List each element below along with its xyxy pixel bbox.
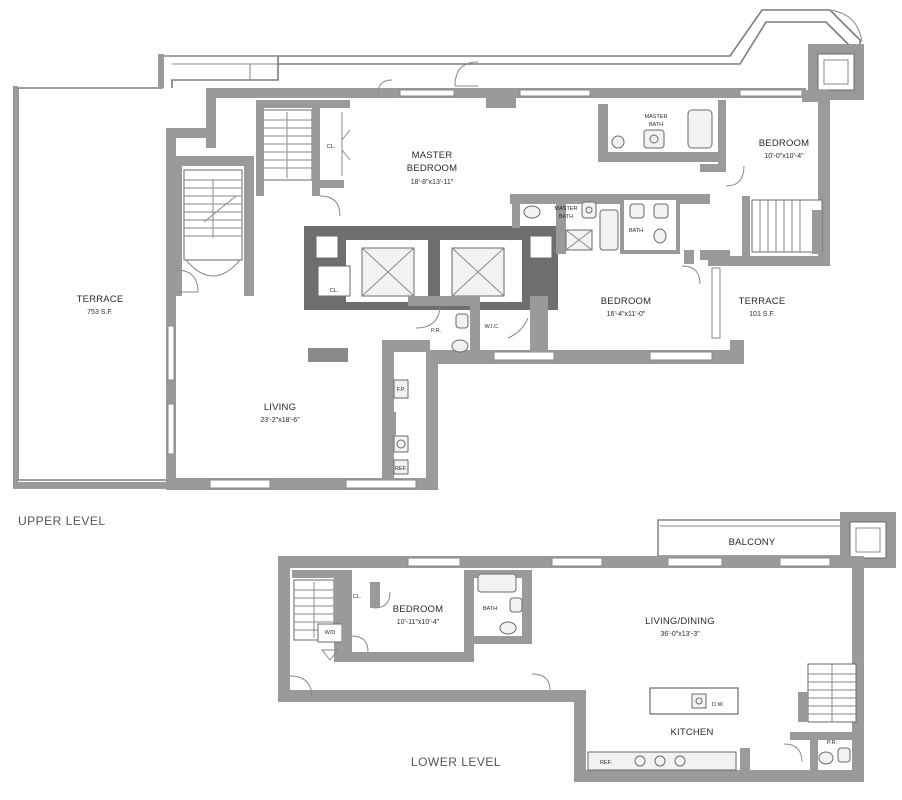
lower-refrigerator-label: REF.: [600, 760, 612, 766]
master-bath-small-fixtures: [512, 196, 597, 251]
lower-level-label: LOWER LEVEL: [411, 755, 501, 769]
bath-fixtures: [599, 203, 669, 251]
lower-powder-room: P.R.: [790, 732, 856, 772]
master-bedroom-dims: 18'-8"x13'-11": [411, 179, 454, 186]
upper-door-swings: [175, 79, 745, 329]
lower-bath-fixtures: [477, 573, 523, 635]
closet-a-label: CL.: [327, 144, 336, 150]
closet-b-label: CL.: [330, 288, 339, 294]
walk-in-closet-label: W.I.C.: [485, 324, 500, 330]
powder-room-label: P.R.: [431, 328, 441, 334]
upper-level-plan: TERRACE 753 S.F. MASTER BEDROOM 18'-8"x1…: [13, 9, 864, 528]
stair-lower-east: [798, 663, 857, 723]
kitchen-island: D.W.: [649, 687, 739, 715]
lower-level-plan: BALCONY: [278, 512, 896, 782]
stair-east: [742, 196, 823, 256]
powder-wic-fixtures: [451, 313, 529, 353]
stair-west: [172, 156, 254, 296]
master-bedroom-name-2: BEDROOM: [407, 163, 458, 174]
master-bath-top-2: BATH: [649, 122, 663, 128]
fireplace-label: F.P.: [397, 387, 406, 393]
refrigerator-label: REF.: [395, 466, 407, 472]
tower-ne: [808, 44, 864, 100]
bedroom-ne-dims: 10'-0"x10'-4": [764, 153, 804, 160]
upper-windows: [167, 89, 803, 489]
master-bath-small-2: BATH: [559, 214, 573, 220]
master-bath-top-1: MASTER: [645, 114, 668, 120]
living-name: LIVING: [264, 402, 296, 413]
bedroom-mid-dims: 16'-4"x11'-0": [607, 311, 646, 318]
master-bath-top-fixtures: [611, 109, 713, 149]
master-bath-small-1: MASTER: [555, 206, 578, 212]
lower-bedroom-name: BEDROOM: [393, 604, 444, 615]
living-fixtures: [308, 348, 409, 475]
upper-level-label: UPPER LEVEL: [18, 514, 106, 528]
stair-north: [256, 100, 320, 196]
terrace-small-name: TERRACE: [739, 296, 786, 307]
dishwasher-label: D.W.: [712, 702, 724, 708]
terrace-large-area: 753 S.F.: [87, 309, 113, 316]
lower-exterior-walls: [278, 556, 864, 782]
kitchen-counter: REF.: [587, 748, 750, 772]
bedroom-mid-name: BEDROOM: [601, 296, 652, 307]
lower-closet-label: CL.: [353, 594, 362, 600]
lower-door-swings: [289, 591, 803, 763]
terrace-large-name: TERRACE: [77, 294, 124, 305]
master-bedroom-name-1: MASTER: [412, 150, 453, 161]
living-dining-dims: 36'-0"x13'-3": [660, 631, 700, 638]
lower-powder-room-label: P.R.: [827, 740, 837, 746]
balcony-label: BALCONY: [729, 537, 776, 548]
bath-label: BATH: [629, 228, 643, 234]
terrace-large-outline: [13, 54, 279, 489]
upper-labels: TERRACE 753 S.F. MASTER BEDROOM 18'-8"x1…: [18, 114, 809, 528]
lower-labels: BEDROOM 10'-11"x10'-4" BATH CL. W/D LIVI…: [325, 594, 715, 769]
lower-windows: [407, 557, 831, 567]
lower-bath-label: BATH: [483, 606, 497, 612]
kitchen-label: KITCHEN: [670, 727, 713, 738]
washer-dryer-label: W/D: [325, 630, 336, 636]
master-closet: [320, 100, 351, 188]
balcony: BALCONY: [657, 519, 843, 557]
north-roofline: [278, 9, 863, 87]
stair-lower-west: [292, 570, 343, 662]
living-dining-name: LIVING/DINING: [645, 616, 715, 627]
bedroom-ne-name: BEDROOM: [759, 138, 810, 149]
lower-bedroom-dims: 10'-11"x10'-4": [397, 619, 440, 626]
terrace-small-area: 101 S.F.: [749, 311, 775, 318]
living-dims: 23'-2"x18'-6": [260, 417, 300, 424]
